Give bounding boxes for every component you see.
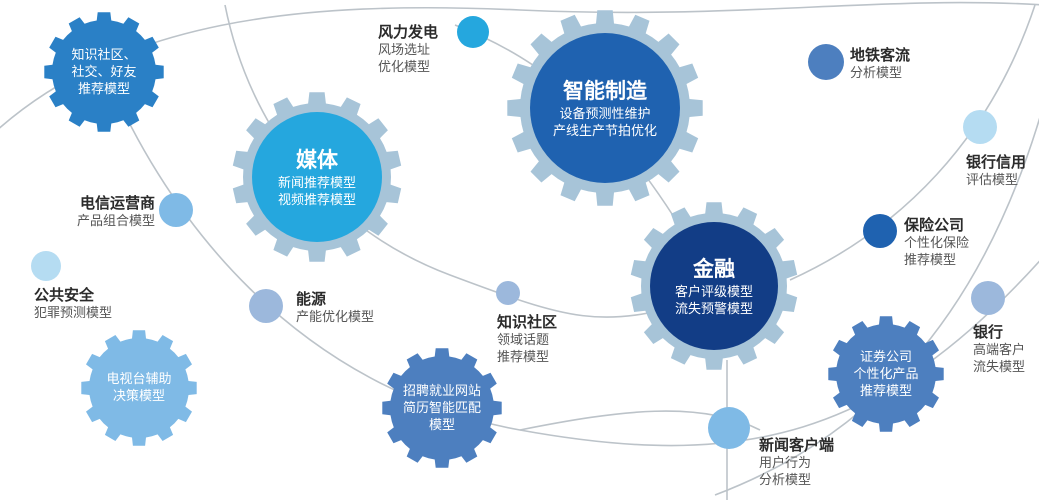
label-subtext: 用户行为 xyxy=(759,456,812,471)
gear-title: 金融 xyxy=(693,257,735,281)
gear-securities-text: 证券公司个性化产品推荐模型 xyxy=(811,349,961,400)
label-wind: 风力发电风场选址优化模型 xyxy=(378,22,438,76)
gear-recruit xyxy=(382,348,502,468)
label-heading: 新闻客户端 xyxy=(759,436,835,454)
label-heading: 银行信用 xyxy=(966,153,1027,171)
gear-finance-hub xyxy=(650,222,778,350)
gear-subtitle: 社交、好友 xyxy=(71,64,137,80)
gear-subtitle: 产线生产节拍优化 xyxy=(552,124,657,139)
gear-subtitle: 设备预测性维护 xyxy=(559,107,651,122)
label-subtext: 风场选址 xyxy=(378,43,431,58)
label-subtext: 产品组合模型 xyxy=(76,214,155,229)
gear-subtitle: 证券公司 xyxy=(859,349,912,365)
gear-tv xyxy=(81,330,197,446)
scenario-dot xyxy=(31,251,61,281)
label-subtext: 推荐模型 xyxy=(497,350,550,365)
label-heading: 保险公司 xyxy=(904,216,965,234)
scenario-dot xyxy=(159,193,193,227)
label-heading: 知识社区 xyxy=(497,313,558,331)
scenario-dot xyxy=(708,407,750,449)
label-subtext: 犯罪预测模型 xyxy=(34,306,113,321)
gear-subtitle: 推荐模型 xyxy=(77,81,130,97)
gear-media-text: 媒体新闻推荐模型视频推荐模型 xyxy=(242,145,392,209)
label-subtext: 流失模型 xyxy=(973,360,1026,375)
label-metro: 地铁客流分析模型 xyxy=(850,45,910,82)
gear-subtitle: 决策模型 xyxy=(112,389,165,404)
scenario-dot xyxy=(971,281,1005,315)
scenario-dot xyxy=(963,110,997,144)
label-subtext: 领域话题 xyxy=(497,333,550,348)
gear-subtitle: 推荐模型 xyxy=(859,383,912,399)
label-subtext: 评估模型 xyxy=(966,173,1019,188)
label-heading: 公共安全 xyxy=(34,286,95,304)
label-insurance: 保险公司个性化保险推荐模型 xyxy=(904,215,969,269)
gear-title: 媒体 xyxy=(296,148,338,172)
label-subtext: 产能优化模型 xyxy=(296,310,375,325)
gear-subtitle: 模型 xyxy=(428,417,455,433)
label-subtext: 个性化保险 xyxy=(904,236,970,251)
gear-title: 智能制造 xyxy=(563,79,647,103)
gear-subtitle: 新闻推荐模型 xyxy=(277,176,356,191)
gear-manufacturing-hub xyxy=(530,33,680,183)
label-subtext: 分析模型 xyxy=(850,66,903,81)
gear-subtitle: 客户评级模型 xyxy=(674,285,753,300)
gear-subtitle: 电视台辅助 xyxy=(106,372,172,387)
label-bank: 银行高端客户流失模型 xyxy=(973,322,1025,376)
label-heading: 能源 xyxy=(296,290,327,308)
scenario-dot xyxy=(808,44,844,80)
gear-subtitle: 招聘就业网站 xyxy=(402,383,481,399)
gear-media-hub xyxy=(252,112,382,242)
gear-layer xyxy=(44,10,944,468)
label-subtext: 优化模型 xyxy=(378,60,431,75)
gear-tv-text: 电视台辅助决策模型 xyxy=(64,371,214,405)
label-news-client: 新闻客户端用户行为分析模型 xyxy=(759,435,834,489)
scenario-dot xyxy=(249,289,283,323)
gear-subtitle: 流失预警模型 xyxy=(674,302,753,317)
scenario-dot xyxy=(457,16,489,48)
label-heading: 风力发电 xyxy=(378,23,439,41)
gear-recruit-text: 招聘就业网站简历智能匹配模型 xyxy=(367,383,517,434)
scenario-dot xyxy=(863,214,897,248)
label-subtext: 分析模型 xyxy=(759,473,812,488)
label-heading: 银行 xyxy=(973,323,1004,341)
gear-social-text: 知识社区、社交、好友推荐模型 xyxy=(29,47,179,98)
label-knowledge: 知识社区领域话题推荐模型 xyxy=(497,312,557,366)
scenario-dot xyxy=(496,281,520,305)
gear-finance-text: 金融客户评级模型流失预警模型 xyxy=(639,254,789,318)
label-security: 公共安全犯罪预测模型 xyxy=(34,285,112,322)
gear-securities xyxy=(828,316,944,432)
label-telecom: 电信运营商产品组合模型 xyxy=(77,193,155,230)
connector-curve xyxy=(789,4,1036,281)
label-heading: 电信运营商 xyxy=(79,194,155,212)
gear-manufacturing-text: 智能制造设备预测性维护产线生产节拍优化 xyxy=(530,76,680,140)
gear-social xyxy=(44,12,164,132)
gear-subtitle: 知识社区、 xyxy=(71,47,137,63)
label-subtext: 高端客户 xyxy=(973,343,1026,358)
label-heading: 地铁客流 xyxy=(850,46,911,64)
label-bank-credit: 银行信用评估模型 xyxy=(966,152,1026,189)
label-energy: 能源产能优化模型 xyxy=(296,289,374,326)
gear-subtitle: 视频推荐模型 xyxy=(277,193,356,208)
label-subtext: 推荐模型 xyxy=(904,253,957,268)
gear-subtitle: 简历智能匹配 xyxy=(402,400,481,416)
dot-layer xyxy=(31,16,1005,449)
connector-curve xyxy=(224,4,701,318)
gear-subtitle: 个性化产品 xyxy=(853,366,919,382)
